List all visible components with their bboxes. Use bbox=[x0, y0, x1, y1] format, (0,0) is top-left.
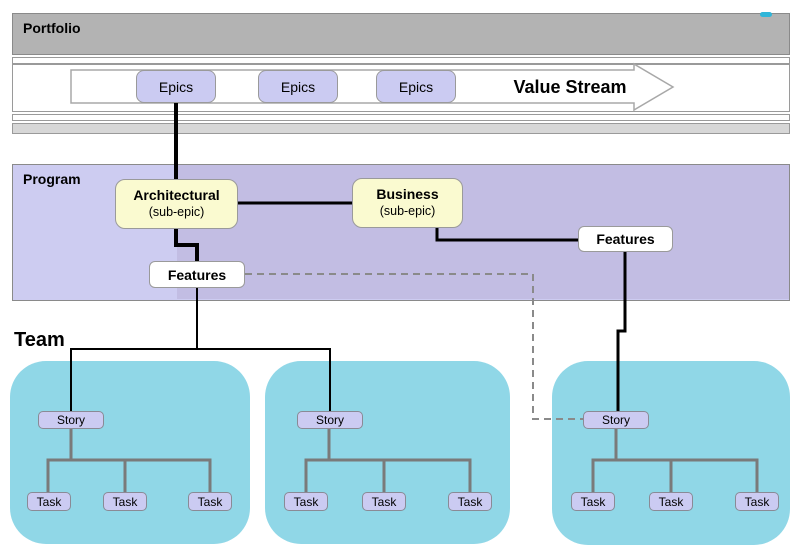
portfolio-divider-strip-bottom bbox=[12, 114, 790, 121]
portfolio-divider-strip-top bbox=[12, 57, 790, 64]
task-node-3a-label: Task bbox=[580, 494, 606, 509]
cyan-mark bbox=[760, 12, 772, 17]
team-junction-line bbox=[70, 348, 331, 411]
features-right-to-story-line bbox=[616, 252, 627, 411]
story-node-3: Story bbox=[583, 411, 649, 429]
features-node-left-label: Features bbox=[167, 266, 227, 283]
story-node-2-label: Story bbox=[315, 413, 344, 427]
portfolio-band: Portfolio bbox=[12, 13, 790, 55]
task-node-1c-label: Task bbox=[197, 494, 223, 509]
task-node-2b-label: Task bbox=[371, 494, 397, 509]
task-node-1a: Task bbox=[27, 492, 71, 511]
team3-task-tree bbox=[591, 429, 759, 492]
features-node-left: Features bbox=[149, 261, 245, 288]
epic-node-3-label: Epics bbox=[398, 78, 434, 95]
features-node-right: Features bbox=[578, 226, 673, 252]
features-node-right-label: Features bbox=[596, 231, 655, 247]
story-node-3-label: Story bbox=[601, 413, 630, 427]
task-node-1b-label: Task bbox=[112, 494, 138, 509]
portfolio-bottom-gray-strip bbox=[12, 123, 790, 134]
architectural-sub-epic-node: Architectural (sub-epic) bbox=[115, 179, 238, 229]
team1-task-tree bbox=[46, 429, 212, 492]
task-node-3c-label: Task bbox=[744, 494, 770, 509]
business-to-features-line bbox=[435, 228, 578, 242]
task-node-2c: Task bbox=[448, 492, 492, 511]
team-group-1 bbox=[10, 361, 250, 544]
epic-node-3: Epics bbox=[376, 70, 456, 103]
team2-task-tree bbox=[304, 429, 472, 492]
task-node-1a-label: Task bbox=[36, 494, 62, 509]
task-node-2c-label: Task bbox=[457, 494, 483, 509]
task-node-3a: Task bbox=[571, 492, 615, 511]
team-label: Team bbox=[14, 329, 65, 351]
task-node-2b: Task bbox=[362, 492, 406, 511]
architectural-sub-epic-title: Architectural bbox=[133, 187, 220, 204]
story-node-2: Story bbox=[297, 411, 363, 429]
program-label: Program bbox=[23, 171, 81, 187]
business-sub-epic-title: Business bbox=[376, 186, 439, 203]
epic-node-2: Epics bbox=[258, 70, 338, 103]
task-node-3b: Task bbox=[649, 492, 693, 511]
business-sub-epic-subtitle: (sub-epic) bbox=[379, 203, 436, 218]
task-node-3b-label: Task bbox=[658, 494, 684, 509]
task-node-2a: Task bbox=[284, 492, 328, 511]
task-node-3c: Task bbox=[735, 492, 779, 511]
epic-node-1: Epics bbox=[136, 70, 216, 103]
epic-node-2-label: Epics bbox=[280, 78, 316, 95]
task-node-1b: Task bbox=[103, 492, 147, 511]
team-group-2 bbox=[265, 361, 510, 544]
architectural-to-features-line bbox=[174, 229, 199, 261]
value-stream-arrow bbox=[70, 62, 675, 112]
architectural-sub-epic-subtitle: (sub-epic) bbox=[148, 204, 205, 219]
team-group-3 bbox=[552, 361, 790, 545]
task-node-1c: Task bbox=[188, 492, 232, 511]
program-dark-region bbox=[177, 165, 789, 299]
portfolio-label: Portfolio bbox=[23, 20, 81, 36]
business-sub-epic-node: Business (sub-epic) bbox=[352, 178, 463, 228]
task-node-2a-label: Task bbox=[293, 494, 319, 509]
story-node-1-label: Story bbox=[56, 413, 85, 427]
story-node-1: Story bbox=[38, 411, 104, 429]
value-stream-label: Value Stream bbox=[513, 77, 627, 97]
features-to-story-dashed-link bbox=[245, 273, 583, 420]
epic-node-1-label: Epics bbox=[158, 78, 194, 95]
